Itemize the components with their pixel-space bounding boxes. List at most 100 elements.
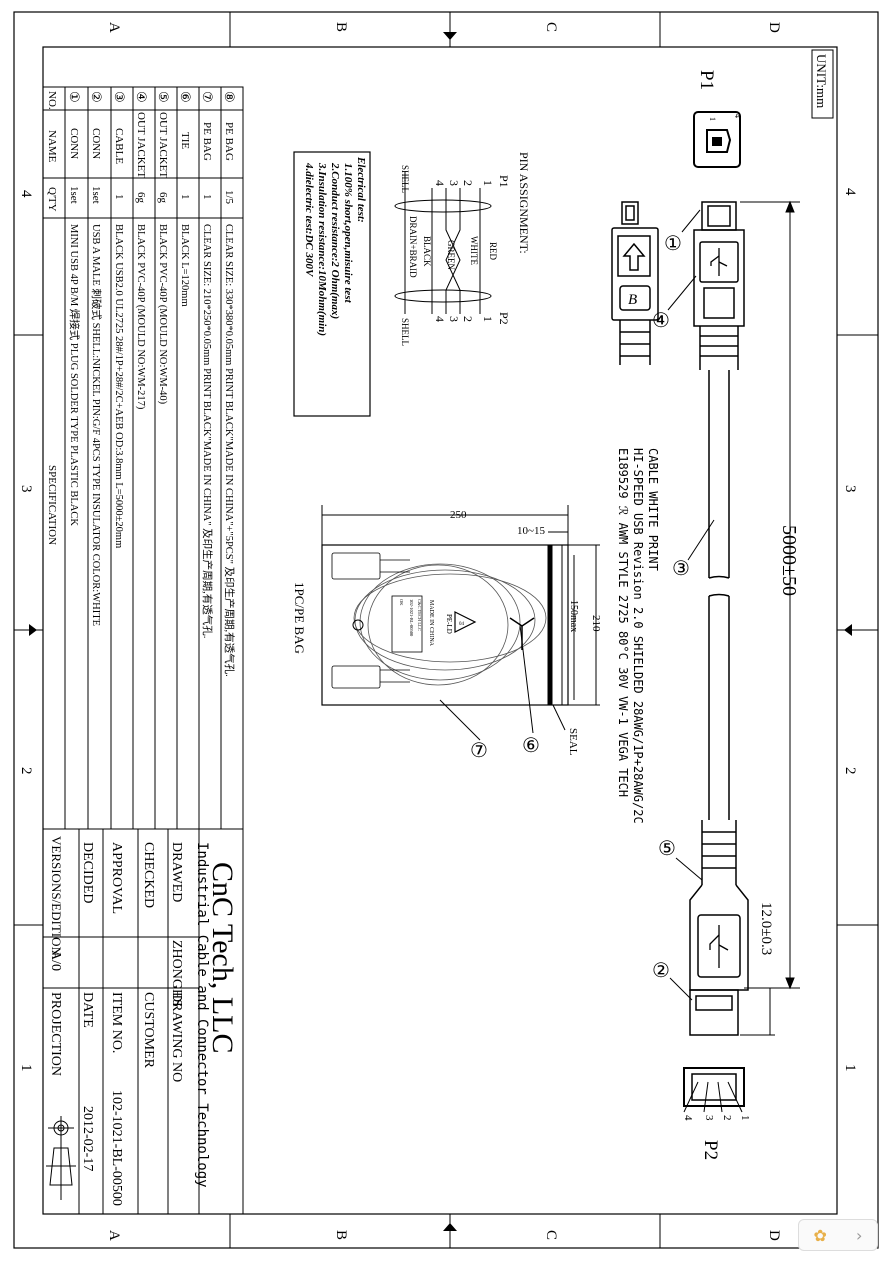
pin-right-4: 4 <box>433 316 447 322</box>
bag-label-line-2: 102-1021-BL-00500 <box>409 599 414 637</box>
pin-left-2: 2 <box>461 180 475 186</box>
spec-row-qty: 1set <box>68 186 80 204</box>
projection-label: PROJECTION <box>48 992 63 1076</box>
bag-label-line-1: C&C TECH LLC <box>417 599 422 631</box>
spec-header-name: NAME <box>46 130 58 163</box>
zone-number-left-2: 2 <box>18 767 34 775</box>
p1-face <box>693 111 741 168</box>
cable-print-line-3: E189529 ℛ AWM STYLE 2725 80°C 30V VW-1 V… <box>616 448 630 797</box>
page-navigation: ✿ › <box>798 1219 878 1251</box>
unit-label: UNIT:mm <box>814 54 829 108</box>
bag-recycle-text: PE-LD <box>445 614 453 634</box>
spec-row-qty: 1 <box>113 194 125 200</box>
spec-row-spec: BLACK L=120mm <box>179 224 190 307</box>
electrical-test-box <box>293 151 371 417</box>
usb-trident-icon <box>710 248 728 276</box>
date-label: DATE <box>80 992 95 1028</box>
bag-tie <box>509 617 535 650</box>
cable-print-line-1: CABLE WHITE PRINT <box>646 448 660 571</box>
callout-7: ⑦ <box>470 740 488 762</box>
wire-color-black: BLACK <box>422 236 432 267</box>
spec-row-name: CONN <box>68 128 80 159</box>
spec-row-5: ⑤ OUT JACKET 6g BLACK PVC-40P (MOULD NO:… <box>156 91 171 405</box>
spec-row-name: PE BAG <box>223 122 235 161</box>
pin-assignment-title: PIN ASSIGNMENT: <box>517 152 531 254</box>
p2-face <box>683 1067 745 1107</box>
projection-symbol-icon <box>46 1116 76 1200</box>
p2-tongue <box>691 1073 737 1101</box>
zone-letter-bottom-c: C <box>543 1230 559 1240</box>
zone-ticks <box>14 12 878 1248</box>
usb-b-letter: B <box>628 292 637 308</box>
spec-table-grid <box>42 86 244 830</box>
zone-number-right-1: 1 <box>842 1064 858 1072</box>
customer-label: CUSTOMER <box>141 992 156 1069</box>
spec-row-6: ⑥ TIE 1 BLACK L=120mm <box>178 91 193 307</box>
spec-row-no: ④ <box>134 91 149 103</box>
spec-row-7: ⑦ PE BAG 1 CLEAR SIZE: 210*250*0.05mm PR… <box>200 91 215 638</box>
p1-mini-b-opening <box>706 129 732 153</box>
usb-a-trident-icon <box>709 925 729 968</box>
spec-header-specification: SPECIFICATION <box>46 465 58 545</box>
spec-row-2: ② CONN 1set USB A MALE 刺破式 SHELL:NICKEL … <box>89 91 104 626</box>
spec-row-spec: BLACK USB2.0 UL2725 28#/1P+28#/2C+AEB OD… <box>113 224 124 548</box>
electrical-test-title: Electrical test: <box>355 156 367 223</box>
drawed-label: DRAWED <box>169 842 184 902</box>
spec-row-spec: CLEAR SIZE: 330*380*0.05mm PRINT BLACK"M… <box>223 224 236 677</box>
bag-pe-label: 1PC/PE BAG <box>292 582 307 654</box>
spec-row-qty: 1/5 <box>223 190 235 205</box>
zone-letter-bottom-b: B <box>333 1230 349 1240</box>
bag-dimension-lines <box>321 505 600 706</box>
callout-4: ④ <box>652 310 670 332</box>
spec-row-qty: 1 <box>201 194 213 200</box>
approval-label: APPROVAL <box>109 842 124 914</box>
p2-label: P2 <box>700 1140 721 1160</box>
zone-letter-bottom-a: A <box>106 1230 122 1241</box>
p1-pin-4: 4 <box>733 114 742 118</box>
pin-left-4: 4 <box>433 180 447 186</box>
spec-row-qty: 1set <box>90 186 102 204</box>
decided-label: DECIDED <box>80 842 95 903</box>
item-no-value: 102-1021-BL-00500 <box>109 1090 124 1206</box>
spec-row-no: ⑤ <box>156 91 171 103</box>
spec-header-qty: Q'TY <box>46 187 58 212</box>
spec-row-qty: 6g <box>135 192 147 204</box>
title-block-grid <box>42 828 244 1215</box>
spec-row-no: ⑦ <box>200 91 215 103</box>
wire-color-green: GREEN <box>446 240 456 270</box>
callout-1: ① <box>664 233 682 255</box>
mini-b-connector <box>693 201 745 370</box>
zone-letter-bottom-d: D <box>766 1230 782 1241</box>
pin-right-2: 2 <box>461 316 475 322</box>
p2-pin-4: 4 <box>682 1115 694 1121</box>
pin-assignment-p2: P2 <box>497 312 511 325</box>
spec-row-spec: BLACK PVC-40P (MOULD NO:WM-40) <box>157 224 168 405</box>
next-page-icon[interactable]: › <box>856 1225 863 1245</box>
spec-row-name: CABLE <box>113 128 125 164</box>
shell-right: SHELL <box>400 318 410 346</box>
spec-row-no: ③ <box>112 91 127 103</box>
spec-row-4: ④ OUT JACKET 6g BLACK PVC-40P (MOULD NO:… <box>134 91 149 410</box>
bag-seal-label: SEAL <box>567 728 579 756</box>
drawing-no-label: DRAWING NO <box>169 992 184 1082</box>
bag-hole <box>352 619 364 631</box>
spec-row-name: OUT JACKET <box>157 112 169 178</box>
spec-row-name: CONN <box>90 128 102 159</box>
spec-row-3: ③ CABLE 1 BLACK USB2.0 UL2725 28#/1P+28#… <box>112 91 127 548</box>
bag-recycle-symbol <box>454 611 477 633</box>
zone-number-right-3: 3 <box>842 485 858 493</box>
length-dimension: 5000±50 <box>778 525 800 596</box>
p2-pin-1: 1 <box>739 1115 751 1121</box>
spec-row-1: ① CONN 1set MINI USB 4P B/M 焊接式 PLUG SOL… <box>67 91 82 526</box>
pin-assignment-p1: P1 <box>497 175 511 188</box>
pin-right-3: 3 <box>447 316 461 322</box>
pin-assignment-wires <box>394 172 492 314</box>
spec-row-no: ⑥ <box>178 91 193 103</box>
p2-pin-2: 2 <box>721 1115 733 1121</box>
electrical-test-line-2: 2.Conduct resistance:2 Ohm(max) <box>329 162 341 319</box>
spec-row-no: ① <box>67 91 82 103</box>
mini-b-top-view <box>611 201 659 365</box>
zone-arrows <box>29 32 852 1231</box>
callout-2: ② <box>652 960 670 982</box>
